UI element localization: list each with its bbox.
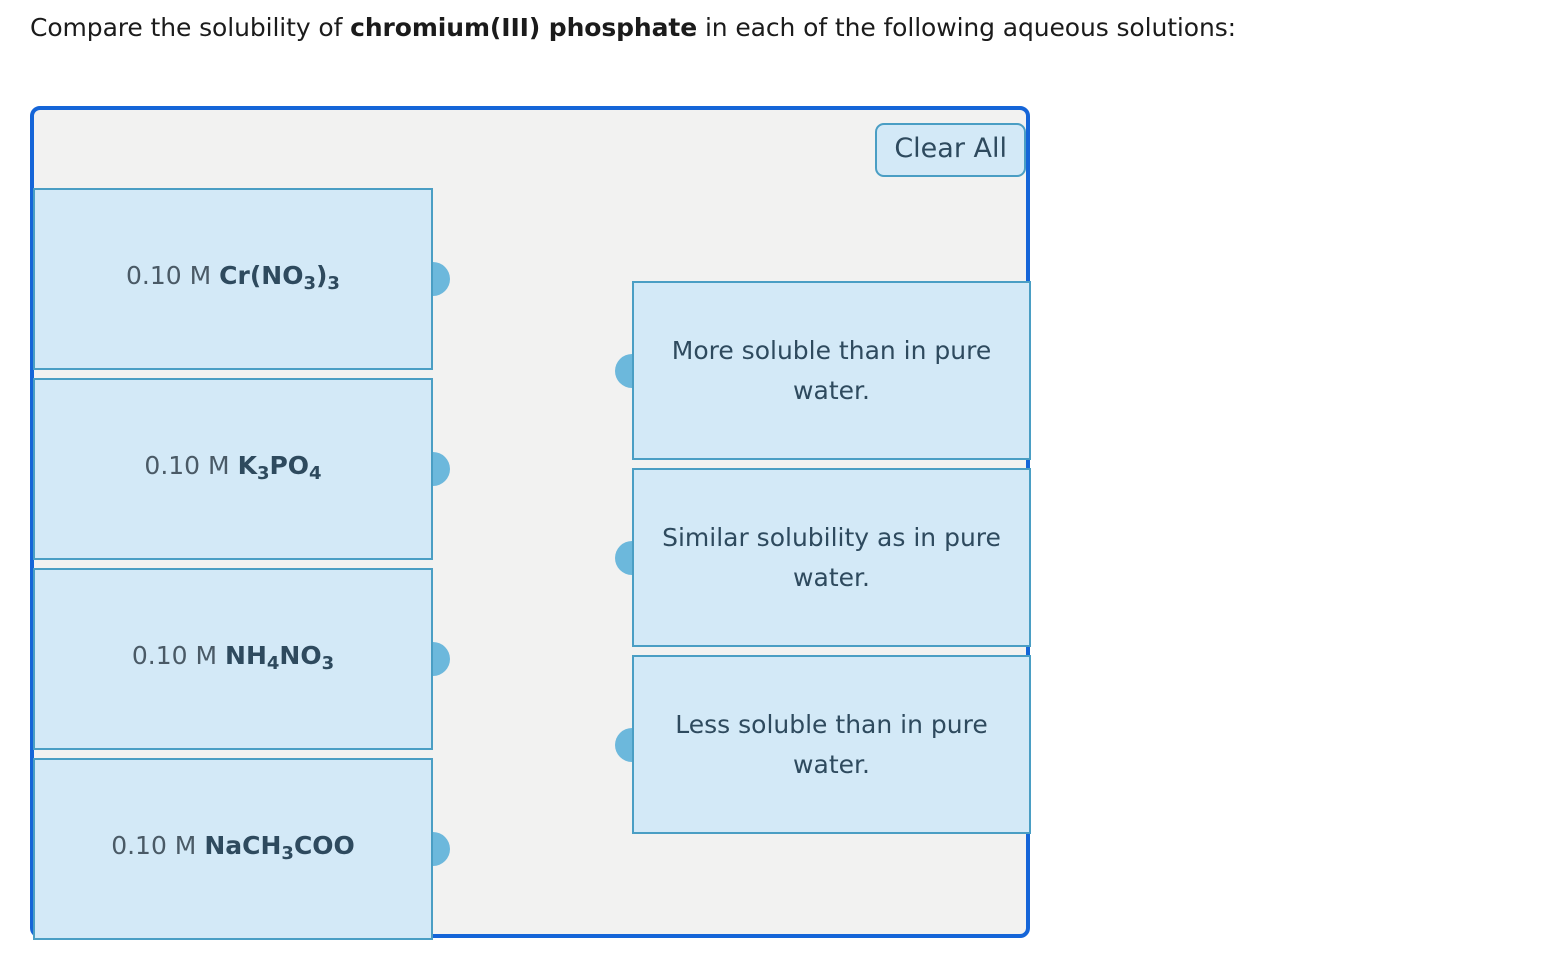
left-tile-solution-1[interactable]: 0.10 M Cr(NO3)3 [33,188,450,370]
formula-subscript: 3 [281,842,294,864]
concentration-text: 0.10 M [126,260,220,290]
chemical-formula: NaCH3COO [204,830,355,864]
connector-dot-icon[interactable] [433,832,450,866]
right-tile-label: More soluble than in pure water. [671,335,992,405]
connector-dot-icon[interactable] [615,353,632,388]
formula-subscript: 3 [327,272,340,294]
concentration-text: 0.10 M [111,830,205,860]
formula-subscript: 4 [266,652,280,674]
formula-segment: K [237,450,257,480]
concentration-text: 0.10 M [144,450,238,480]
left-tile-label: 0.10 M NaCH3COO [111,829,355,870]
prompt-text-before: Compare the solubility of [30,13,351,42]
formula-segment: NH [225,640,267,670]
left-tile-solution-3[interactable]: 0.10 M NH4NO3 [33,568,450,750]
left-tile-label: 0.10 M NH4NO3 [132,639,334,680]
connector-dot-icon[interactable] [433,262,450,296]
chemical-formula: NH4NO3 [225,640,335,674]
right-tile-answer-2[interactable]: Similar solubility as in pure water. [615,468,1031,647]
connector-dot-icon[interactable] [433,452,450,486]
left-tile-solution-2[interactable]: 0.10 M K3PO4 [33,378,450,560]
formula-segment: Cr(NO [219,260,304,290]
clear-all-button[interactable]: Clear All [875,123,1026,177]
left-tile-label: 0.10 M Cr(NO3)3 [126,259,340,300]
formula-segment: NO [279,640,322,670]
connector-dot-icon[interactable] [615,540,632,575]
formula-subscript: 3 [303,272,316,294]
right-tile-answer-3[interactable]: Less soluble than in pure water. [615,655,1031,834]
right-column-answers: More soluble than in pure water. Similar … [615,281,1031,842]
left-tile-solution-4[interactable]: 0.10 M NaCH3COO [33,758,450,940]
right-tile-label: Less soluble than in pure water. [675,709,988,779]
connector-dot-icon[interactable] [615,727,632,762]
formula-subscript: 3 [321,652,335,674]
formula-subscript: 3 [256,462,270,484]
formula-segment: ) [315,260,328,290]
concentration-text: 0.10 M [131,640,226,670]
right-tile-answer-1[interactable]: More soluble than in pure water. [615,281,1031,460]
formula-segment: PO [269,450,310,480]
chemical-formula: Cr(NO3)3 [219,260,340,294]
right-tile-label: Similar solubility as in pure water. [662,522,1001,592]
left-tile-label: 0.10 M K3PO4 [144,449,321,490]
prompt-text-after: in each of the following aqueous solutio… [697,13,1236,42]
connector-dot-icon[interactable] [433,642,450,676]
question-prompt: Compare the solubility of chromium(III) … [30,11,1236,45]
formula-segment: COO [293,830,355,860]
chemical-formula: K3PO4 [237,450,322,484]
prompt-compound-name: chromium(III) phosphate [350,13,698,42]
formula-segment: NaCH [204,830,282,860]
formula-subscript: 4 [309,462,322,484]
